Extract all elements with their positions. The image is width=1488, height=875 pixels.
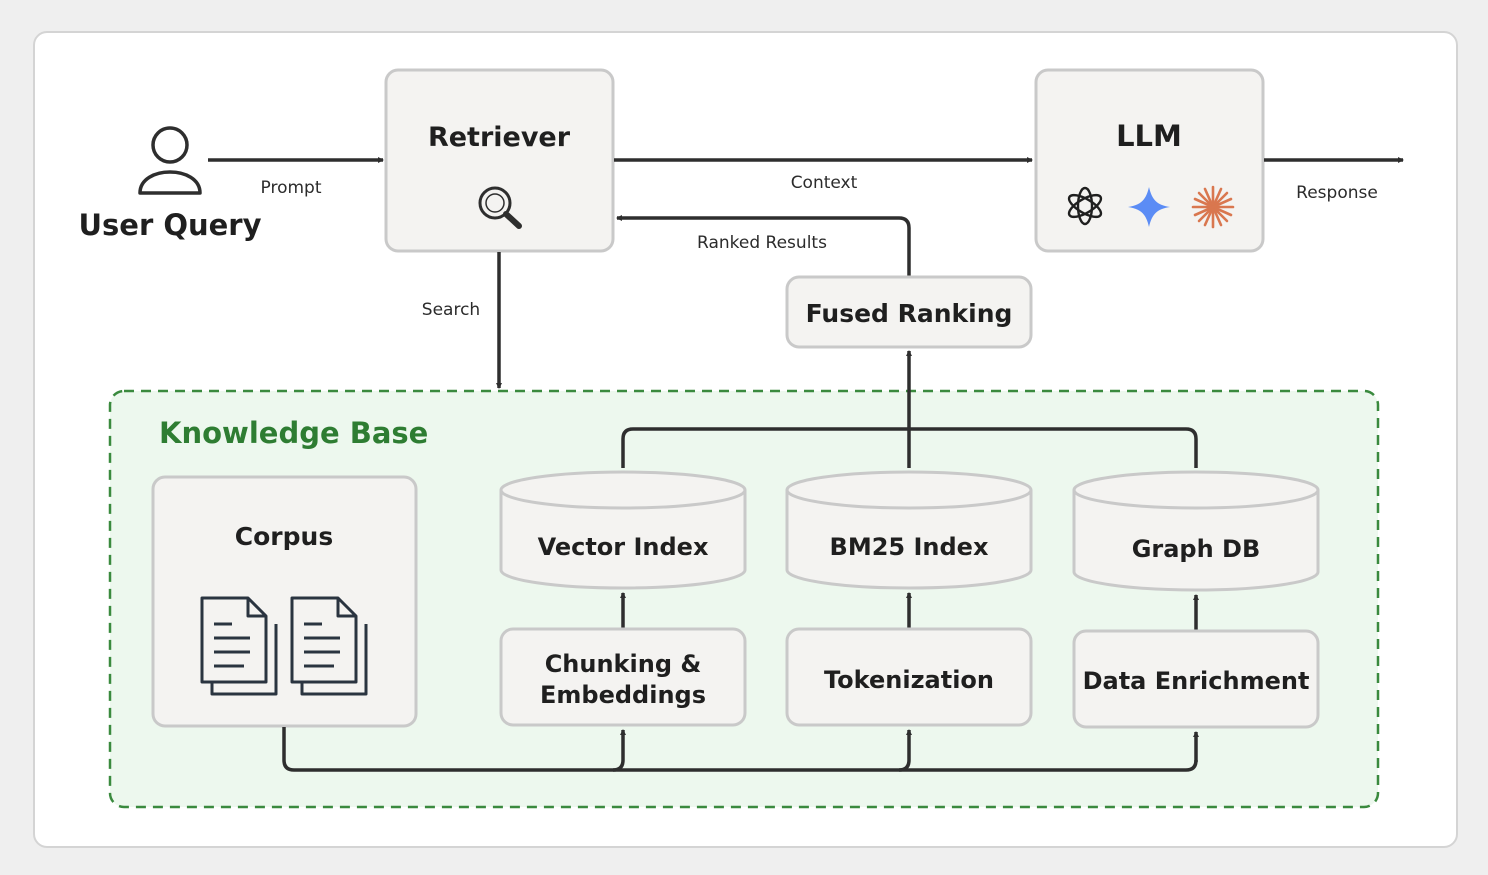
corpus-to-chunking-arrow	[612, 729, 626, 772]
data-enrichment-node[interactable]: Data Enrichment	[1072, 629, 1320, 729]
user-query-label: User Query	[78, 208, 261, 242]
fused-ranking-node[interactable]: Fused Ranking	[785, 275, 1033, 349]
corpus-distribution-line	[282, 727, 1198, 772]
chunking-line1: Chunking &	[545, 650, 702, 678]
tokenization-node[interactable]: Tokenization	[785, 627, 1033, 727]
tokenization-title: Tokenization	[824, 666, 994, 694]
document-icon	[200, 596, 278, 696]
corpus-node[interactable]: Corpus	[151, 475, 418, 728]
claude-burst-icon	[1191, 185, 1235, 229]
retriever-title: Retriever	[428, 122, 571, 153]
llm-node[interactable]: LLM	[1034, 68, 1265, 253]
bm25-index-title: BM25 Index	[830, 533, 989, 561]
context-label: Context	[791, 173, 858, 193]
search-label: Search	[422, 300, 480, 320]
retriever-node[interactable]: Retriever	[384, 68, 615, 253]
graph-db-title: Graph DB	[1132, 535, 1261, 563]
openai-logo-icon	[1067, 186, 1103, 226]
graph-db-store[interactable]: Graph DB	[1072, 470, 1320, 592]
corpus-title: Corpus	[235, 522, 333, 551]
ranked-results-label: Ranked Results	[697, 233, 827, 253]
user-icon	[138, 126, 202, 195]
magnifier-icon	[478, 186, 522, 229]
knowledge-base-title: Knowledge Base	[159, 416, 428, 450]
ranked-results-arrow	[616, 215, 911, 276]
bm25-index-store[interactable]: BM25 Index	[785, 470, 1033, 590]
fused-ranking-title: Fused Ranking	[806, 299, 1013, 328]
chunking-embeddings-node[interactable]: Chunking & Embeddings	[499, 627, 747, 727]
vector-index-title: Vector Index	[538, 533, 709, 561]
document-icon	[290, 596, 368, 696]
prompt-label: Prompt	[261, 178, 322, 198]
chunking-line2: Embeddings	[540, 681, 706, 709]
data-enrichment-title: Data Enrichment	[1083, 667, 1310, 695]
gemini-star-icon	[1128, 187, 1170, 227]
vector-index-store[interactable]: Vector Index	[499, 470, 747, 590]
knowledge-base-region: Knowledge Base	[108, 389, 1380, 809]
llm-title: LLM	[1116, 119, 1182, 153]
response-label: Response	[1296, 183, 1378, 203]
corpus-to-tokenization-arrow	[898, 729, 912, 772]
